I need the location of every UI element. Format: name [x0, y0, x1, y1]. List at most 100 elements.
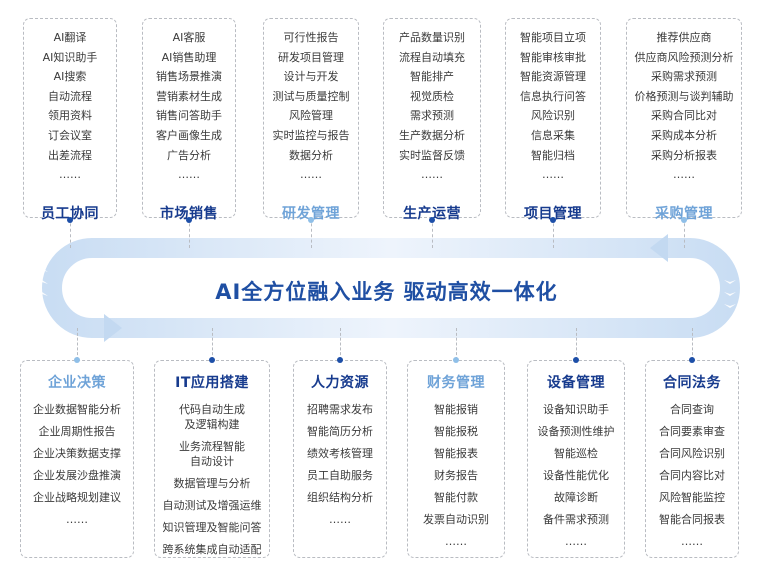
top-card-5: 智能项目立项智能审核审批智能资源管理信息执行问答风险识别信息采集智能归档……项目… [505, 18, 601, 222]
list-item: 设计与开发 [283, 70, 339, 84]
list-item: 知识管理及智能问答 [155, 517, 269, 539]
list-item: 智能项目立项 [520, 31, 586, 44]
list-item: 销售场景推演 [156, 70, 222, 84]
list-item-text: 自动设计 [190, 455, 234, 468]
list-item: 智能排产 [410, 70, 454, 84]
list-item: 智能付款 [408, 487, 504, 509]
list-item-text: 企业数据智能分析 [33, 403, 121, 416]
list-item: …… [421, 168, 443, 182]
connector-dot [550, 217, 556, 223]
list-item: 设备性能优化 [528, 465, 624, 487]
list-item-text: 企业发展沙盘推演 [33, 469, 121, 482]
card-item-list: 企业数据智能分析企业周期性报告企业决策数据支撑企业发展沙盘推演企业战略规划建议…… [21, 399, 133, 531]
list-item: 出差流程 [48, 148, 92, 162]
list-item: 智能合同报表 [646, 509, 738, 531]
list-item-text: 合同要素审查 [659, 425, 725, 438]
list-item: 风险智能监控 [646, 487, 738, 509]
list-item: 风险管理 [289, 109, 333, 123]
list-item-text: 智能简历分析 [307, 425, 373, 438]
list-item-text: 企业决策数据支撑 [33, 447, 121, 460]
list-item: 自动流程 [48, 89, 92, 103]
list-item-text: 设备知识助手 [543, 403, 609, 416]
list-item: 合同内容比对 [646, 465, 738, 487]
list-item: …… [300, 168, 322, 182]
list-item: 智能报表 [408, 443, 504, 465]
list-item-text: 故障诊断 [554, 491, 598, 504]
list-item: 智能审核审批 [520, 50, 586, 64]
connector-dot [681, 217, 687, 223]
list-item-text: 跨系统集成自动适配 [162, 543, 262, 556]
list-item: 发票自动识别 [408, 509, 504, 531]
connector-line [692, 328, 693, 360]
list-item: 绩效考核管理 [294, 443, 386, 465]
list-item: 合同要素审查 [646, 421, 738, 443]
list-item: AI客服 [172, 31, 206, 44]
connector-line [70, 218, 71, 248]
list-item-text: 企业战略规划建议 [33, 491, 121, 504]
list-item-text: 招聘需求发布 [307, 403, 373, 416]
list-item-text: 发票自动识别 [423, 513, 489, 526]
card-title: 研发管理 [282, 206, 340, 222]
list-item: …… [542, 168, 564, 182]
list-item: 合同查询 [646, 399, 738, 421]
list-item-text: 智能报税 [434, 425, 478, 438]
list-item-text: 合同风险识别 [659, 447, 725, 460]
list-item: …… [646, 531, 738, 553]
list-item: 员工自助服务 [294, 465, 386, 487]
list-item-text: 合同查询 [670, 403, 714, 416]
list-item: 价格预测与谈判辅助 [634, 89, 734, 103]
list-item: 数据管理与分析 [155, 473, 269, 495]
list-item-text: 及逻辑构建 [184, 418, 240, 431]
card-title: 生产运营 [403, 206, 461, 222]
list-item: 设备知识助手 [528, 399, 624, 421]
connector-line [311, 218, 312, 248]
list-item: …… [59, 168, 81, 182]
list-item: 企业发展沙盘推演 [21, 465, 133, 487]
connector-dot [429, 217, 435, 223]
list-item: 组织结构分析 [294, 487, 386, 509]
list-item: 智能巡检 [528, 443, 624, 465]
card-item-list: 产品数量识别流程自动填充智能排产视觉质检需求预测生产数据分析实时监督反馈…… [384, 28, 480, 185]
list-item-text: 代码自动生成 [179, 403, 245, 416]
loop-ring [41, 238, 741, 338]
list-item: 财务报告 [408, 465, 504, 487]
list-item-text: 风险智能监控 [659, 491, 725, 504]
arrow-left-icon [650, 234, 668, 262]
connector-line [212, 328, 213, 360]
list-item: …… [21, 509, 133, 531]
loop-chevrons-left [36, 268, 48, 296]
list-item-text: 智能合同报表 [659, 513, 725, 526]
list-item-text: …… [329, 513, 351, 526]
list-item-text: 知识管理及智能问答 [162, 521, 262, 534]
list-item-text: 智能报表 [434, 447, 478, 460]
list-item: 智能资源管理 [520, 70, 586, 84]
list-item-text: 智能付款 [434, 491, 478, 504]
list-item: 客户画像生成 [156, 128, 222, 142]
connector-line [553, 218, 554, 248]
card-title: IT应用搭建 [175, 375, 249, 391]
list-item: 自动测试及增强运维 [155, 495, 269, 517]
card-title: 项目管理 [524, 206, 582, 222]
list-item: 企业战略规划建议 [21, 487, 133, 509]
list-item: 招聘需求发布 [294, 399, 386, 421]
list-item-text: …… [565, 535, 587, 548]
card-title: 设备管理 [547, 375, 605, 391]
list-item: AI翻译 [53, 31, 87, 44]
list-item: 研发项目管理 [278, 50, 344, 64]
list-item-text: …… [445, 535, 467, 548]
list-item: …… [528, 531, 624, 553]
list-item: …… [178, 168, 200, 182]
list-item-text: …… [66, 513, 88, 526]
connector-dot [74, 357, 80, 363]
list-item: 营销素材生成 [156, 89, 222, 103]
connector-line [432, 218, 433, 248]
list-item: AI搜索 [53, 70, 87, 84]
card-item-list: 招聘需求发布智能简历分析绩效考核管理员工自助服务组织结构分析 …… [294, 399, 386, 531]
list-item-text: 自动测试及增强运维 [162, 499, 262, 512]
list-item: 销售问答助手 [156, 109, 222, 123]
list-item-text: 备件需求预测 [543, 513, 609, 526]
list-item: …… [294, 509, 386, 531]
